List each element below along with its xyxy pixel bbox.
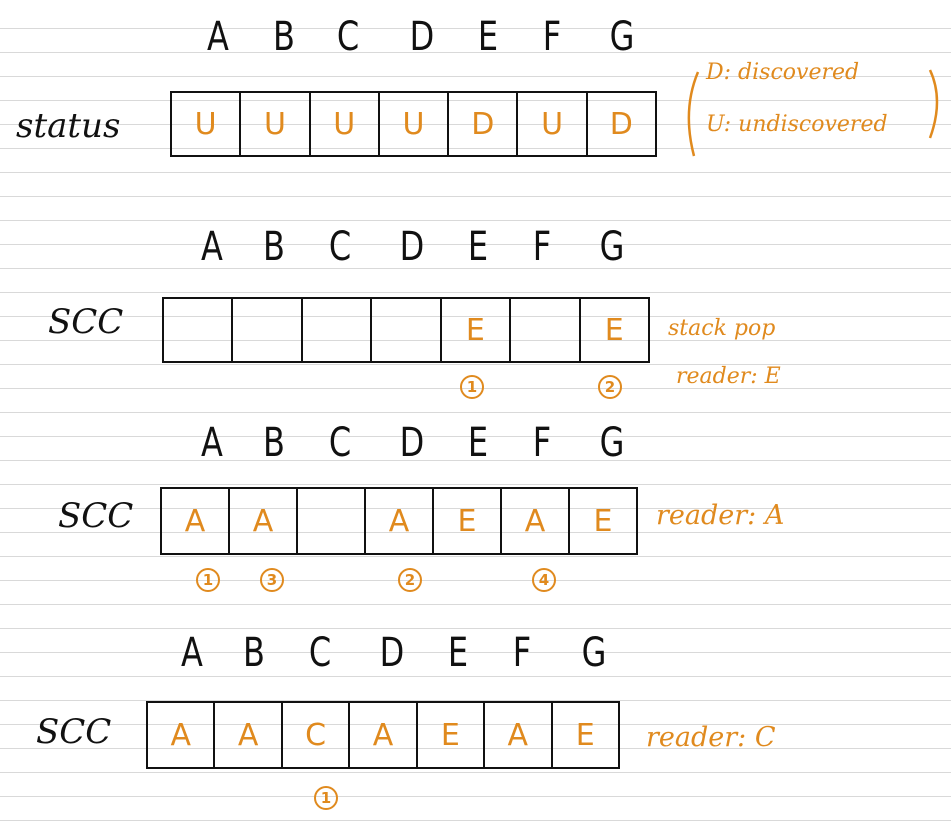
legend-undiscovered: U: undiscovered — [706, 112, 888, 137]
scc-1-note-stack-pop: stack pop — [668, 316, 776, 341]
column-header-f: F — [532, 420, 552, 466]
scc-3-cell-b: A — [215, 703, 283, 767]
column-header-c: C — [336, 14, 360, 60]
column-header-c: C — [328, 420, 352, 466]
status-cell-g: D — [609, 106, 633, 142]
column-header-b: B — [263, 224, 285, 270]
scc-2-note-reader: reader: A — [656, 500, 785, 531]
scc-3-note-reader: reader: C — [646, 722, 776, 753]
scc-2-order-marker-b: 3 — [260, 568, 284, 592]
column-header-c: C — [308, 630, 332, 676]
status-cell-e: D — [449, 93, 519, 155]
column-header-e: E — [467, 420, 489, 466]
scc-3-cell-c: C — [283, 703, 351, 767]
column-header-e: E — [467, 224, 489, 270]
column-header-g: G — [599, 224, 625, 270]
scc-3-cell-f: A — [485, 703, 553, 767]
scc-1-cell-f — [511, 299, 581, 361]
scc-3-row-label: SCC — [36, 712, 112, 752]
column-header-e: E — [477, 14, 499, 60]
legend-discovered: D: discovered — [706, 60, 860, 85]
column-header-g: G — [609, 14, 635, 60]
status-cell-a: U — [172, 93, 242, 155]
scc-1-cell-d — [372, 299, 442, 361]
status-cell-d: U — [380, 93, 450, 155]
status-cell-b: U — [241, 93, 311, 155]
column-header-d: D — [379, 630, 405, 676]
scc-2-order-marker-a: 1 — [196, 568, 220, 592]
column-header-d: D — [409, 14, 435, 60]
scc-2-cell-g: E — [593, 503, 613, 539]
scc-2-array: A A A E A E — [160, 487, 638, 555]
column-header-a: A — [201, 224, 223, 270]
scc-3-cell-e: E — [418, 703, 486, 767]
column-header-b: B — [273, 14, 295, 60]
legend-right-paren — [928, 69, 939, 139]
scc-3-cell-a: A — [148, 703, 216, 767]
scc-2-order-marker-d: 2 — [398, 568, 422, 592]
scc-1-row-label: SCC — [48, 302, 124, 342]
column-header-e: E — [447, 630, 469, 676]
scc-1-order-marker-g: 2 — [598, 375, 622, 399]
scc-2-cell-f: A — [502, 489, 570, 553]
column-header-b: B — [263, 420, 285, 466]
scc-2-row-label: SCC — [58, 496, 134, 536]
scc-1-cell-g: E — [604, 312, 624, 348]
column-header-d: D — [399, 420, 425, 466]
column-header-b: B — [243, 630, 265, 676]
column-header-g: G — [581, 630, 607, 676]
column-header-f: F — [542, 14, 562, 60]
scc-2-cell-d: A — [366, 489, 434, 553]
scc-1-order-marker-e: 1 — [460, 375, 484, 399]
scc-2-cell-e: E — [434, 489, 502, 553]
column-header-a: A — [181, 630, 203, 676]
status-cell-c: U — [311, 93, 380, 155]
column-header-a: A — [207, 14, 229, 60]
column-header-d: D — [399, 224, 425, 270]
scc-1-cell-c — [303, 299, 373, 361]
legend-left-paren — [687, 71, 700, 157]
scc-3-cell-g: E — [575, 717, 595, 753]
column-header-f: F — [512, 630, 532, 676]
status-cell-f: U — [518, 93, 588, 155]
status-row-label: status — [16, 106, 121, 146]
scc-3-array: A A C A E A E — [146, 701, 620, 769]
scc-1-cell-b — [233, 299, 303, 361]
scc-1-array: E E — [162, 297, 650, 363]
scc-2-cell-c — [298, 489, 366, 553]
status-array: U U U U D U D — [170, 91, 657, 157]
column-header-a: A — [201, 420, 223, 466]
scc-2-cell-b: A — [230, 489, 298, 553]
scc-2-cell-a: A — [162, 489, 230, 553]
scc-2-order-marker-f: 4 — [532, 568, 556, 592]
scc-1-note-reader: reader: E — [676, 364, 781, 389]
column-header-g: G — [599, 420, 625, 466]
column-header-c: C — [328, 224, 352, 270]
scc-3-order-marker-c: 1 — [314, 786, 338, 810]
column-header-f: F — [532, 224, 552, 270]
status-legend-bracket — [687, 69, 939, 157]
scc-1-cell-a — [164, 299, 234, 361]
scc-1-cell-e: E — [442, 299, 512, 361]
scc-3-cell-d: A — [350, 703, 418, 767]
